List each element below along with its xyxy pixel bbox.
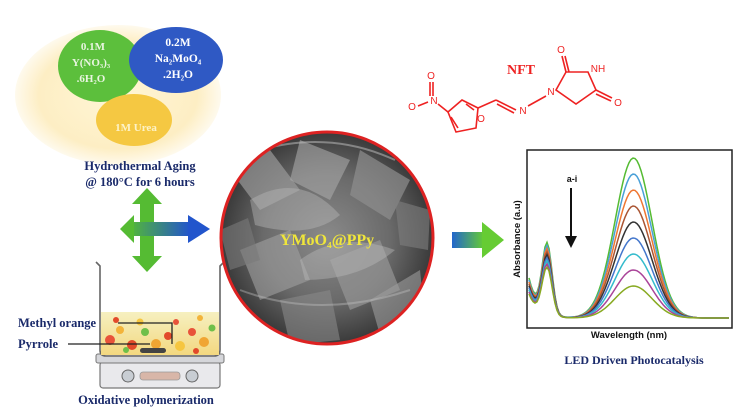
nft-atom-o: O xyxy=(557,45,565,56)
nft-atom-nh: NH xyxy=(591,64,605,75)
x-axis-label: Wavelength (nm) xyxy=(591,330,667,341)
particles xyxy=(105,315,216,354)
spectra-plot: a-i Wavelength (nm) Absorbance (a.u) xyxy=(512,149,733,341)
na-molybdate-line1: 0.2M xyxy=(165,37,190,49)
molecule-name: NFT xyxy=(507,63,536,78)
nft-atom-labels: O N O O N N NH O O xyxy=(408,45,622,125)
y-nitrate-line1: 0.1M xyxy=(81,41,106,53)
arrow-left-icon xyxy=(120,215,134,243)
na-molybdate-bubble xyxy=(129,27,223,93)
spectra-curves xyxy=(528,157,729,319)
oxidative-label: Oxidative polymerization xyxy=(78,393,214,407)
reagents-group: 0.1M Y(NO₃)₃ .6H₂O 0.2M Na₂MoO₄ .2H₂O 1M… xyxy=(15,25,223,165)
na-molybdate-line3: .2H₂O xyxy=(163,69,193,81)
arrow-to-spectra xyxy=(452,222,504,258)
arrow-right-icon xyxy=(482,222,504,258)
nft-atom-n: N xyxy=(547,87,554,98)
urea-label: 1M Urea xyxy=(115,122,157,134)
y-nitrate-line3: .6H₂O xyxy=(77,73,106,85)
beaker xyxy=(95,261,225,357)
product-label: YMoO₄@PPy xyxy=(280,232,374,249)
nft-atom-o: O xyxy=(408,102,416,113)
nft-atom-o: O xyxy=(427,71,435,82)
arrow-right-icon xyxy=(188,215,210,243)
hydrothermal-line1: Hydrothermal Aging xyxy=(84,159,196,173)
methyl-orange-pointer xyxy=(118,322,173,344)
beaker-setup xyxy=(95,261,225,389)
na-molybdate-line2: Na₂MoO₄ xyxy=(155,53,202,65)
y-nitrate-bubble xyxy=(58,30,142,102)
y-axis-label: Absorbance (a.u) xyxy=(512,200,523,278)
nft-molecule xyxy=(417,55,613,133)
knob-icon xyxy=(121,369,135,383)
arrow-down-icon xyxy=(132,256,162,272)
pyrrole-label: Pyrrole xyxy=(18,337,58,351)
y-nitrate-line2: Y(NO₃)₃ xyxy=(72,57,111,69)
nft-atom-o: O xyxy=(477,114,485,125)
photocatalysis-label: LED Driven Photocatalysis xyxy=(564,353,704,367)
sem-border xyxy=(219,130,435,346)
nft-atom-n: N xyxy=(519,106,526,117)
sem-image: YMoO₄@PPy xyxy=(219,130,435,346)
hydrothermal-line2: @ 180°C for 6 hours xyxy=(85,175,195,189)
spectrum-curve xyxy=(528,265,729,319)
stir-bar xyxy=(140,348,166,353)
arrow-down-icon xyxy=(565,236,577,248)
four-way-arrow xyxy=(120,188,210,272)
trend-annotation: a-i xyxy=(567,174,578,184)
methyl-orange-label: Methyl orange xyxy=(18,316,97,330)
knob-icon xyxy=(185,369,199,383)
nft-atom-o: O xyxy=(614,98,622,109)
nft-atom-n: N xyxy=(430,96,437,107)
arrow-up-icon xyxy=(132,188,162,204)
urea-bubble xyxy=(96,94,172,146)
